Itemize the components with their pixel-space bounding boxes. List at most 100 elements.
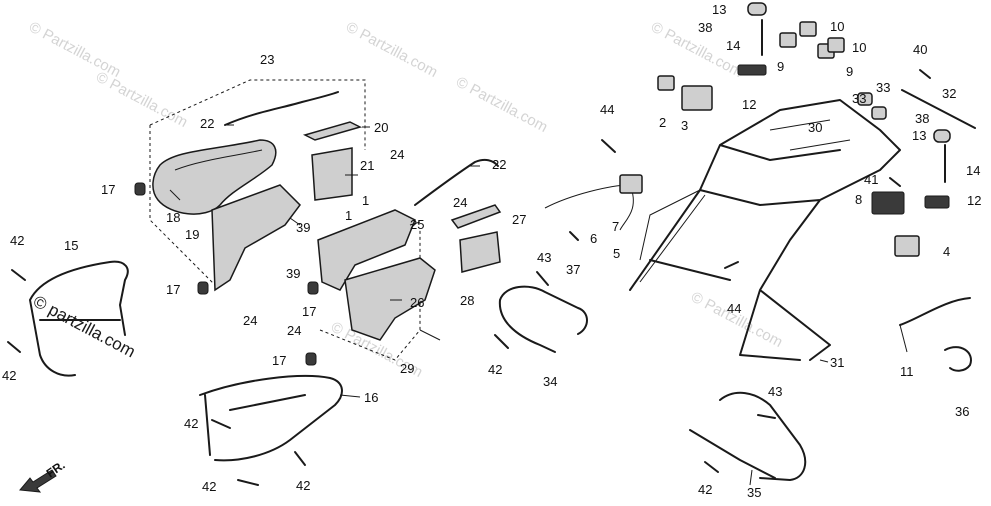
watermark: © Partzilla.com	[343, 19, 440, 81]
callout-42: 42	[184, 416, 198, 431]
callout-18: 18	[166, 210, 180, 225]
callout-24: 24	[243, 313, 257, 328]
callout-23: 23	[260, 52, 274, 67]
grommet-17	[197, 281, 209, 295]
side-cover-26	[344, 257, 436, 341]
plate-28	[459, 231, 501, 273]
callout-39: 39	[296, 220, 310, 235]
bolt-42	[704, 461, 719, 473]
damper-33	[857, 92, 873, 106]
wire-22-right	[414, 158, 499, 206]
callout-22: 22	[492, 157, 506, 172]
front-direction-arrow-icon	[19, 469, 57, 493]
guard-35	[689, 391, 807, 481]
grommet-17	[307, 281, 319, 295]
frame-31	[629, 99, 901, 361]
bolt-group	[7, 19, 946, 486]
watermark: © Partzilla.com	[93, 69, 190, 131]
bolt-44	[724, 261, 739, 269]
wire-22-left	[224, 91, 339, 126]
callout-1: 1	[345, 208, 352, 223]
frame-31-detail	[639, 119, 851, 283]
callout-36: 36	[955, 404, 969, 419]
callout-38: 38	[915, 111, 929, 126]
connector-9	[779, 32, 797, 48]
bolt-42	[11, 269, 26, 281]
grommet-17	[305, 352, 317, 366]
callout-32: 32	[942, 86, 956, 101]
bolt-37	[569, 231, 579, 241]
bolt-43	[757, 414, 776, 419]
callout-27: 27	[512, 212, 526, 227]
callout-12: 12	[967, 193, 981, 208]
watermark: © Partzilla.com	[453, 74, 550, 136]
side-cover-25	[317, 209, 416, 291]
callout-28: 28	[460, 293, 474, 308]
callout-9: 9	[777, 59, 784, 74]
callout-4: 4	[943, 244, 950, 259]
bolt-44	[601, 139, 616, 153]
cable-11	[899, 297, 971, 326]
callout-20: 20	[374, 120, 388, 135]
callout-2: 2	[659, 115, 666, 130]
callout-13: 13	[712, 2, 726, 17]
box-3	[681, 85, 713, 111]
bracket-12	[737, 64, 767, 76]
grommet-13	[747, 2, 767, 16]
callout-21: 21	[360, 158, 374, 173]
regulator-8	[871, 191, 905, 215]
callout-17: 17	[101, 182, 115, 197]
bolt-42	[7, 341, 21, 353]
bolt-41	[889, 177, 901, 187]
bracket-12	[924, 195, 950, 209]
relay-2	[657, 75, 675, 91]
plate-20	[302, 121, 363, 141]
callout-41: 41	[864, 172, 878, 187]
callout-44: 44	[727, 301, 741, 316]
callout-9: 9	[846, 64, 853, 79]
callout-15: 15	[64, 238, 78, 253]
bolt-42	[294, 451, 306, 466]
callout-10: 10	[852, 40, 866, 55]
callout-labels: 13 38 14 10 10 9 9 12 2 3 44 33 33 40 32…	[2, 2, 981, 500]
watermark-group: © Partzilla.com © Partzilla.com © Partzi…	[26, 19, 785, 381]
callout-24: 24	[453, 195, 467, 210]
callout-6: 6	[590, 231, 597, 246]
callout-12: 12	[742, 97, 756, 112]
plate-27	[450, 204, 502, 229]
grommet-17	[134, 182, 146, 196]
callout-17: 17	[272, 353, 286, 368]
callout-31: 31	[830, 355, 844, 370]
callout-33: 33	[852, 91, 866, 106]
rod-32	[901, 89, 976, 129]
callout-1: 1	[362, 193, 369, 208]
grommet-13	[933, 129, 951, 143]
callout-29: 29	[400, 361, 414, 376]
bolt-42	[237, 479, 259, 486]
guard-15	[29, 260, 129, 377]
callout-7: 7	[612, 219, 619, 234]
watermark-main: © partzilla.com	[30, 292, 138, 362]
callout-42: 42	[296, 478, 310, 493]
callout-13: 13	[912, 128, 926, 143]
callout-38: 38	[698, 20, 712, 35]
callout-3: 3	[681, 118, 688, 133]
callout-26: 26	[410, 295, 424, 310]
guard-16	[199, 375, 343, 462]
callout-24: 24	[390, 147, 404, 162]
callout-34: 34	[543, 374, 557, 389]
callout-33: 33	[876, 80, 890, 95]
callout-39: 39	[286, 266, 300, 281]
callout-42: 42	[202, 479, 216, 494]
callout-10: 10	[830, 19, 844, 34]
plate-21	[311, 147, 353, 201]
callout-43: 43	[537, 250, 551, 265]
callout-24: 24	[287, 323, 301, 338]
callout-17: 17	[302, 304, 316, 319]
callout-37: 37	[566, 262, 580, 277]
bolt-42	[494, 334, 509, 349]
group-outline-23	[149, 79, 366, 286]
connector-10	[827, 37, 845, 53]
bolt-40	[919, 69, 931, 79]
callout-42: 42	[488, 362, 502, 377]
